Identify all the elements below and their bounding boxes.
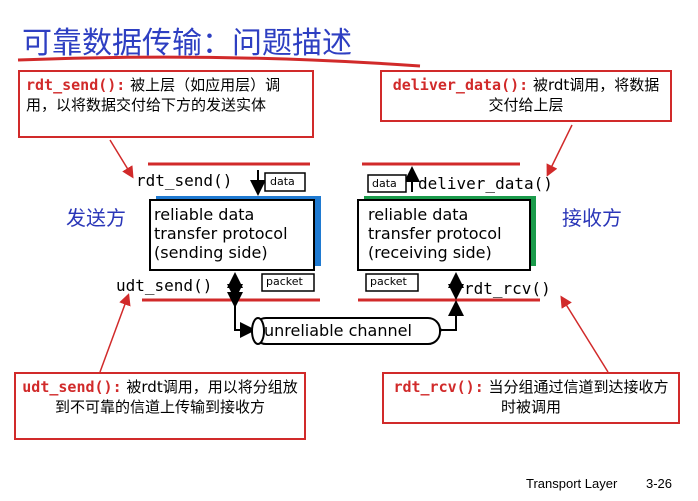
channel-pipe-left-end: [251, 317, 265, 345]
note-deliver-data-text: 被rdt调用，将数据交付给上层: [488, 76, 660, 114]
receiver-side-label: 接收方: [562, 206, 622, 230]
page-title: 可靠数据传输：问题描述: [22, 26, 352, 61]
receiver-packet-tag-box: [365, 273, 419, 292]
receiver-box: [357, 199, 531, 271]
receiver-data-tag: data: [372, 177, 397, 190]
receiver-data-tag-box: [367, 174, 407, 193]
note-udt-send: udt_send(): 被rdt调用，用以将分组放到不可靠的信道上传输到接收方: [14, 372, 306, 440]
note-rdt-send: rdt_send(): 被上层（如应用层）调用，以将数据交付给下方的发送实体: [18, 70, 314, 138]
note-rdt-send-text: 被上层（如应用层）调用，以将数据交付给下方的发送实体: [26, 76, 281, 114]
footer-page: 3-26: [646, 476, 673, 491]
sender-box-line-1: reliable data: [154, 205, 255, 224]
note-deliver-data: deliver_data(): 被rdt调用，将数据交付给上层: [380, 70, 672, 122]
callout-arrow-deliver-data: [546, 124, 573, 177]
sender-top-func: rdt_send(): [136, 171, 233, 190]
note-rdt-rcv: rdt_rcv(): 当分组通过信道到达接收方时被调用: [382, 372, 680, 424]
callout-arrow-rdt-rcv: [560, 295, 609, 373]
callout-arrow-rdt-send: [109, 139, 134, 179]
footer-section: Transport Layer: [526, 476, 618, 491]
sender-box-line-3: (sending side): [154, 243, 268, 262]
receiver-box-line-2: transfer protocol: [368, 224, 502, 243]
note-rdt-send-keyword: rdt_send():: [26, 76, 126, 94]
sender-bottom-func: udt_send(): [116, 276, 213, 295]
note-udt-send-keyword: udt_send():: [22, 378, 122, 396]
receiver-bottom-func: rdt_rcv(): [464, 279, 551, 298]
sender-packet-tag: packet: [266, 275, 303, 288]
sender-box-text: reliable data transfer protocol (sending…: [154, 205, 288, 262]
sender-side-label: 发送方: [66, 206, 126, 230]
note-rdt-rcv-keyword: rdt_rcv():: [393, 378, 484, 396]
sender-data-tag: data: [270, 175, 295, 188]
receiver-box-line-1: reliable data: [368, 205, 469, 224]
note-rdt-rcv-text: 当分组通过信道到达接收方时被调用: [488, 378, 669, 416]
sender-box: [149, 199, 315, 271]
title-underline: [17, 55, 421, 68]
sender-packet-tag-box: [261, 273, 315, 292]
channel-right-link: [428, 300, 464, 338]
channel-label: unreliable channel: [264, 321, 412, 340]
note-udt-send-text: 被rdt调用，用以将分组放到不可靠的信道上传输到接收方: [54, 378, 298, 416]
callout-arrow-udt-send: [99, 293, 131, 373]
receiver-box-line-3: (receiving side): [368, 243, 492, 262]
receiver-packet-tag: packet: [370, 275, 407, 288]
sender-data-tag-box: [264, 172, 306, 192]
note-deliver-data-keyword: deliver_data():: [392, 76, 529, 94]
receiver-top-func: deliver_data(): [418, 174, 553, 193]
receiver-box-text: reliable data transfer protocol (receivi…: [368, 205, 502, 262]
sender-box-line-2: transfer protocol: [154, 224, 288, 243]
channel-left-link: [227, 292, 256, 338]
